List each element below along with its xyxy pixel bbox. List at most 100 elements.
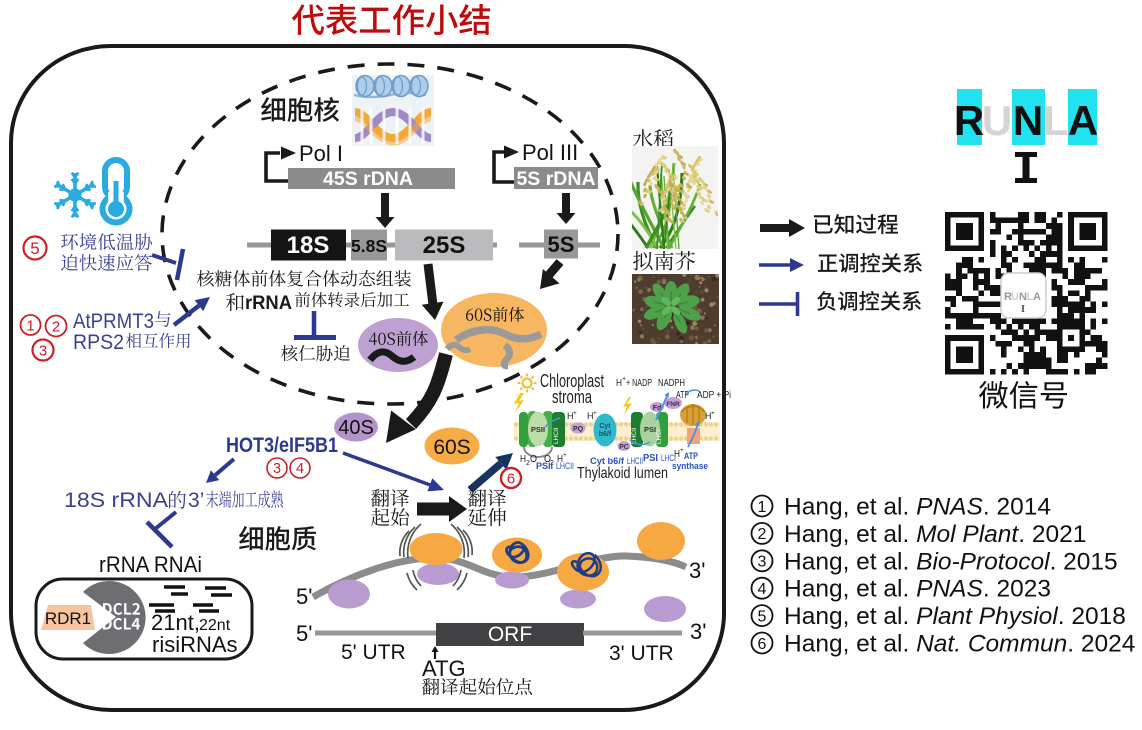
svg-text:L: L [1043,97,1069,144]
svg-text:5: 5 [758,608,767,625]
svg-text:+ NADP: + NADP [626,378,652,389]
svg-text:25S: 25S [423,232,466,259]
svg-text:R: R [1004,291,1012,303]
svg-text:L: L [1027,291,1034,303]
svg-text:A: A [1068,97,1098,144]
svg-text:2: 2 [526,460,530,467]
svg-text:O: O [530,454,537,465]
svg-text:I: I [1021,303,1025,315]
svg-text:+: + [680,447,684,454]
svg-text:Hang, et al. PNAS. 2023: Hang, et al. PNAS. 2023 [784,576,1051,603]
svg-text:H: H [705,411,712,421]
svg-text:H: H [567,411,574,421]
svg-text:6: 6 [758,636,767,653]
svg-text:45S rDNA: 45S rDNA [323,168,413,190]
svg-text:LHCII: LHCII [627,456,643,467]
svg-text:U: U [982,97,1012,144]
svg-text:5S: 5S [548,232,575,257]
svg-text:A: A [1033,291,1041,303]
svg-text:stroma: stroma [552,387,593,407]
svg-text:5: 5 [30,239,39,258]
svg-text:Pol III: Pol III [522,140,578,165]
svg-text:H: H [616,378,622,389]
svg-text:ADP + Pi: ADP + Pi [697,390,731,401]
svg-text:+: + [622,376,626,383]
svg-text:5S rDNA: 5S rDNA [516,168,595,190]
svg-text:N: N [1019,291,1027,303]
svg-text:18S: 18S [287,232,330,259]
svg-text:4: 4 [296,461,304,477]
svg-text:1: 1 [26,317,34,334]
svg-text:PSI: PSI [644,425,656,434]
svg-text:NADPH: NADPH [658,378,685,389]
svg-text:22nt: 22nt [199,617,231,634]
svg-text:3: 3 [758,554,767,571]
svg-text:Hang, et al. Nat. Commun. 2024: Hang, et al. Nat. Commun. 2024 [784,631,1135,658]
svg-text:R: R [954,97,984,144]
svg-text:b6/f: b6/f [599,431,612,438]
svg-text:H: H [520,454,526,465]
svg-text:+: + [563,452,567,459]
svg-text:PSI: PSI [643,453,658,464]
svg-text:LHCII: LHCII [553,427,560,444]
svg-text:ATP: ATP [684,451,699,462]
svg-text:PQ: PQ [573,426,584,433]
svg-text:PC: PC [619,444,629,451]
svg-text:Pol I: Pol I [299,141,343,166]
svg-text:2: 2 [52,318,60,335]
svg-text:+: + [593,410,597,417]
svg-text:HOT3/eIF5B1: HOT3/eIF5B1 [226,434,338,457]
svg-text:rRNA RNAi: rRNA RNAi [99,552,202,577]
svg-text:Thylakoid lumen: Thylakoid lumen [577,465,668,482]
svg-text:3' UTR: 3' UTR [609,642,674,665]
svg-text:5': 5' [296,621,312,646]
svg-text:+: + [711,410,715,417]
svg-text:ATG: ATG [422,656,466,681]
svg-text:synthase: synthase [672,461,708,472]
svg-text:1: 1 [758,499,767,516]
svg-text:ORF: ORF [488,623,532,646]
svg-text:rRNA: rRNA [245,293,292,314]
svg-text:risiRNAs: risiRNAs [152,632,238,657]
svg-text:Cyt b6/f: Cyt b6/f [590,456,625,467]
svg-text:LHCII: LHCII [631,427,638,444]
svg-text:LHCI: LHCI [661,453,676,464]
svg-text:5.8S: 5.8S [351,236,387,256]
svg-text:60S: 60S [433,436,470,459]
svg-text:H: H [587,411,594,421]
svg-text:40S: 40S [338,417,374,439]
svg-text:RDR1: RDR1 [45,609,91,628]
svg-text:Hang, et al. Bio-Protocol. 201: Hang, et al. Bio-Protocol. 2015 [784,548,1118,575]
svg-text:U: U [1011,291,1019,303]
svg-text:5': 5' [296,584,312,609]
svg-text:PSII: PSII [536,461,553,472]
svg-text:LHCII: LHCII [556,461,574,472]
svg-text:Chloroplast: Chloroplast [540,371,604,391]
svg-text:Hang, et al. Mol Plant. 2021: Hang, et al. Mol Plant. 2021 [784,521,1086,548]
svg-text:5' UTR: 5' UTR [341,641,406,664]
svg-text:O: O [544,454,551,465]
svg-text:2: 2 [758,526,767,543]
svg-text:18S rRNA: 18S rRNA [64,489,168,512]
svg-text:2: 2 [550,460,554,467]
svg-text:Hang, et al. PNAS. 2014: Hang, et al. PNAS. 2014 [784,494,1051,521]
svg-text:LHCI: LHCI [656,429,663,444]
svg-text:+: + [573,410,577,417]
svg-text:6: 6 [507,470,515,487]
svg-text:3’: 3’ [188,489,204,512]
svg-text:3: 3 [273,461,281,477]
svg-text:21nt,: 21nt, [151,610,200,635]
svg-text:H: H [674,449,680,460]
svg-text:Hang, et al. Plant Physiol. 20: Hang, et al. Plant Physiol. 2018 [784,603,1126,630]
svg-text:Cyt: Cyt [599,423,611,430]
svg-text:AtPRMT3: AtPRMT3 [73,310,154,333]
svg-text:4: 4 [758,581,767,598]
svg-text:N: N [1013,97,1043,144]
svg-text:ATP: ATP [676,390,689,401]
svg-text:PSII: PSII [531,425,545,434]
svg-text:3': 3' [689,558,705,583]
svg-text:3': 3' [690,619,706,644]
svg-text:3: 3 [39,342,47,359]
svg-text:Fd: Fd [653,405,662,412]
svg-text:RPS2: RPS2 [73,331,124,354]
